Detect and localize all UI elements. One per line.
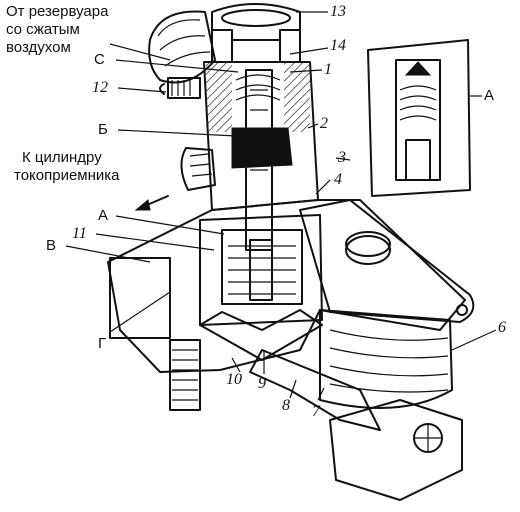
label-num-10: 10 <box>226 371 242 388</box>
bolt-10 <box>169 339 201 411</box>
top-cap <box>211 3 301 63</box>
valve-body-lower <box>107 199 466 373</box>
label-num-1: 1 <box>324 61 332 78</box>
leader-lines <box>65 11 497 401</box>
label-letter-b: Б <box>98 121 108 138</box>
label-num-2: 2 <box>320 115 328 132</box>
label-num-7: 7 <box>312 403 320 420</box>
cylinder-6 <box>319 309 453 409</box>
label-source-line1: От резервуара <box>6 3 109 20</box>
label-num-13: 13 <box>330 3 346 20</box>
label-letter-a-right: А <box>484 87 495 104</box>
label-letter-s: С <box>94 51 105 68</box>
label-letter-g: Г <box>98 335 107 352</box>
label-num-11: 11 <box>72 225 87 242</box>
detail-inset <box>367 39 471 197</box>
label-num-3: 3 <box>338 149 346 166</box>
label-num-8: 8 <box>282 397 290 414</box>
valve-body-upper <box>203 61 319 251</box>
label-cylinder-line2: токоприемника <box>14 167 120 184</box>
label-num-12: 12 <box>92 79 108 96</box>
label-num-14: 14 <box>330 37 346 54</box>
label-source-line2: со сжатым <box>6 21 80 38</box>
label-num-6: 6 <box>498 319 506 336</box>
label-letter-a-left: А <box>98 207 109 224</box>
flow-arrow <box>134 195 169 211</box>
lever-arm <box>299 199 475 323</box>
label-cylinder-line1: К цилиндру <box>22 149 102 166</box>
label-source-line3: воздухом <box>6 39 71 56</box>
label-num-9: 9 <box>258 375 266 392</box>
outlet-nipple <box>180 147 216 191</box>
label-num-4: 4 <box>334 171 342 188</box>
air-channel <box>249 349 381 431</box>
label-letter-v: В <box>46 237 57 254</box>
screw-12 <box>159 77 201 99</box>
bottom-block <box>329 399 463 501</box>
